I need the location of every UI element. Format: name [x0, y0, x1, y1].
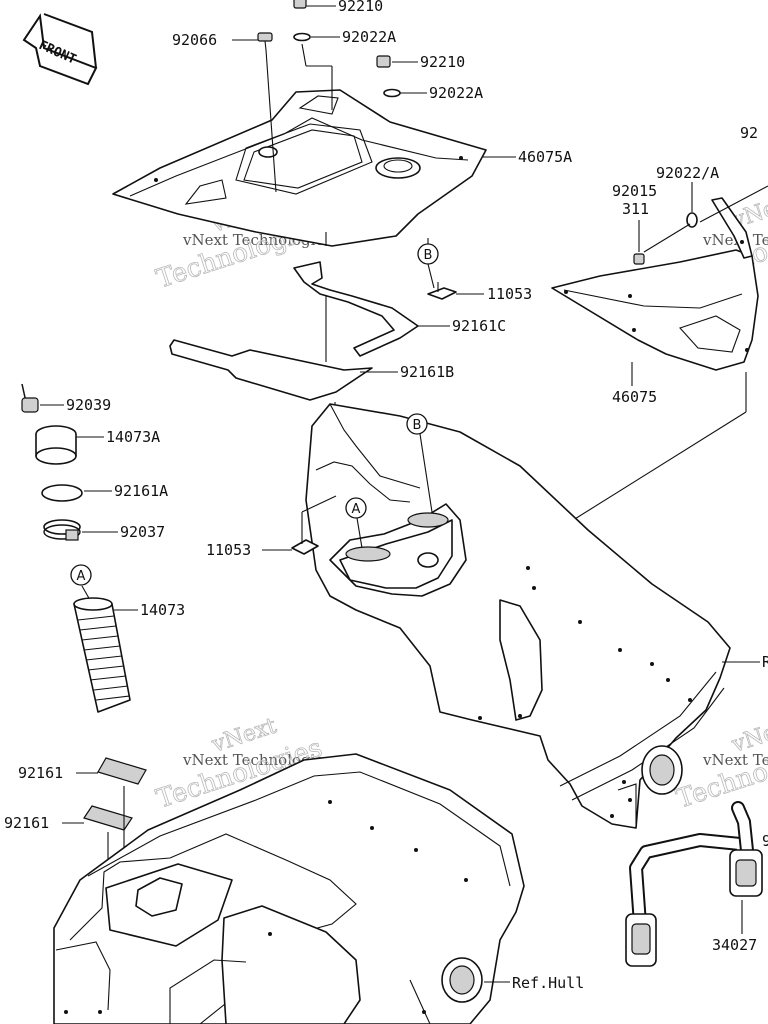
fitting-14073A-icon: [35, 425, 77, 465]
label-46075A: 46075A: [518, 148, 572, 166]
storage-tray-46075A: [112, 89, 487, 247]
label-92022A-mid: 92022A: [429, 84, 483, 102]
label-92210-top: 92210: [338, 0, 383, 15]
washer-92022A-mid-icon: [383, 88, 401, 98]
washer-92022A-right-icon: [686, 212, 698, 228]
label-ref-partial: R: [762, 653, 768, 671]
callout-a-left-label: A: [77, 569, 86, 584]
callout-b-top: B: [417, 243, 439, 265]
bolt-92066-icon: [257, 32, 273, 51]
handle-34027: [625, 801, 763, 967]
gasket-92161C: [293, 261, 419, 357]
callout-b-mid-label: B: [413, 418, 422, 433]
vent-cap-92039-icon: [21, 383, 39, 413]
callout-b-mid: B: [406, 413, 428, 435]
label-92022A-slash: 92022/A: [656, 164, 719, 182]
washer-92022A-top-icon: [293, 32, 311, 42]
screw-92210-mid-icon: [376, 55, 391, 68]
decal-92161-a-icon: [97, 757, 147, 785]
nut-92015-icon: [633, 253, 645, 265]
label-14073A: 14073A: [106, 428, 160, 446]
label-92210-mid: 92210: [420, 53, 465, 71]
label-92066: 92066: [172, 31, 217, 49]
label-311: 311: [622, 200, 649, 218]
label-92161B: 92161B: [400, 363, 454, 381]
front-arrow-badge: FRONT: [22, 13, 98, 86]
label-92-partial: 92: [740, 124, 758, 142]
callout-a-mid: A: [345, 497, 367, 519]
part-label-group: 92210 92066 92022A 92210 92022A 46075A 9…: [4, 0, 768, 992]
callout-a-left: A: [70, 564, 92, 586]
label-46075: 46075: [612, 388, 657, 406]
gasket-92161B: [169, 339, 373, 401]
clamp-92037-icon: [43, 519, 81, 541]
lower-hull: [53, 753, 525, 1024]
decal-92161-b-icon: [83, 805, 133, 831]
label-9-partial: 9: [762, 832, 768, 850]
label-92161-b: 92161: [4, 814, 49, 832]
callout-a-mid-label: A: [352, 502, 361, 517]
label-ref-hull: Ref.Hull: [512, 974, 584, 992]
label-92161-a: 92161: [18, 764, 63, 782]
front-cover-46075: [551, 197, 759, 371]
label-34027: 34027: [712, 936, 757, 954]
label-11053-left: 11053: [206, 541, 251, 559]
clip-11053-right-icon: [427, 282, 457, 300]
label-92161C: 92161C: [452, 317, 506, 335]
hose-14073-icon: [73, 597, 131, 713]
upper-deck: [305, 403, 731, 829]
screw-92210-top-icon: [293, 0, 307, 9]
label-11053-right: 11053: [487, 285, 532, 303]
label-92037: 92037: [120, 523, 165, 541]
label-92015: 92015: [612, 182, 657, 200]
label-14073: 14073: [140, 601, 185, 619]
label-92039: 92039: [66, 396, 111, 414]
clip-11053-left-icon: [291, 512, 319, 555]
watermark-company: vNext Technologies: [702, 751, 768, 769]
oring-92161A-icon: [41, 484, 83, 502]
label-92161A: 92161A: [114, 482, 168, 500]
callout-b-top-label: B: [424, 248, 433, 263]
label-92022A-top: 92022A: [342, 28, 396, 46]
